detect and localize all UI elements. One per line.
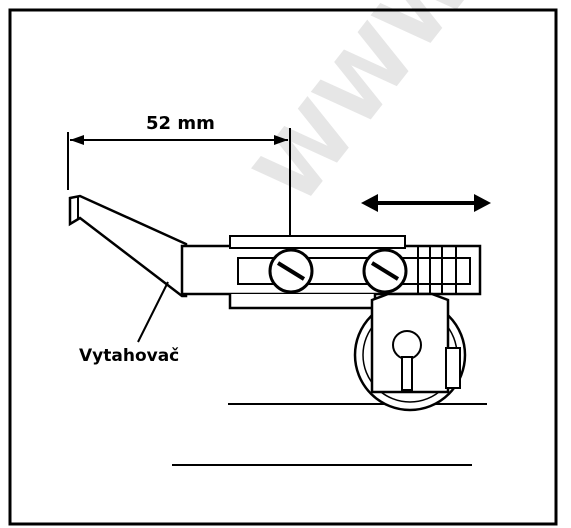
screw-left [268,248,314,294]
dimension-label: 52 mm [146,113,215,134]
movement-arrow [361,194,491,212]
screw-right [362,248,408,294]
lower-bracket [370,292,461,394]
dimension-52mm [67,128,291,250]
extractor-label: Vytahovač [79,346,179,366]
label-leader [137,281,169,343]
watermark: WWW.S [235,0,551,223]
diagram-frame [8,8,558,526]
extractor-arm [68,194,188,298]
